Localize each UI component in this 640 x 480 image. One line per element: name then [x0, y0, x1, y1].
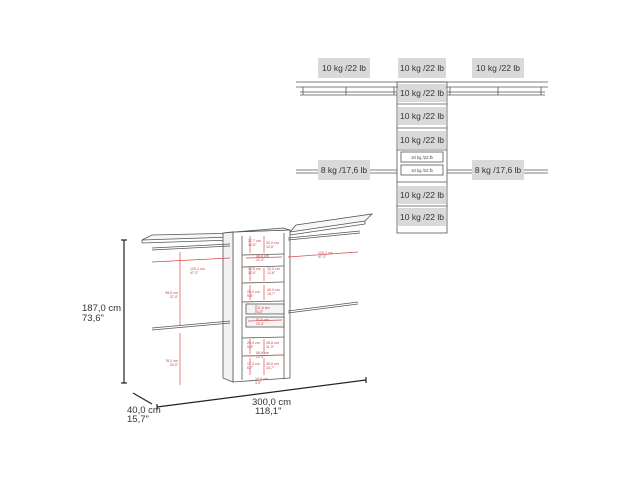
height-in: 73,6": [82, 313, 104, 324]
top-center-shelf-load: 10 kg /22 lb: [400, 63, 444, 73]
tower-shelf-3-load: 10 kg /22 lb: [400, 135, 444, 145]
tower-shelf-1-load: 10 kg /22 lb: [400, 88, 444, 98]
depth-cm: 40,0 cm: [127, 405, 161, 416]
left-rod-load: 8 kg /17,6 lb: [321, 165, 368, 175]
tower-shelf-5-load: 10 kg /22 lb: [400, 212, 444, 222]
width-cm: 300,0 cm: [252, 397, 291, 408]
tower-shelf-4-load: 10 kg /22 lb: [400, 190, 444, 200]
height-cm: 187,0 cm: [82, 303, 121, 314]
load-labels: 10 kg /22 lb 10 kg /22 lb 10 kg /22 lb 1…: [318, 58, 524, 226]
top-left-shelf-load: 10 kg /22 lb: [322, 63, 366, 73]
drawer-1-load: 10 kg /22 lb: [411, 155, 433, 160]
drawer-2-load: 10 kg /22 lb: [411, 168, 433, 173]
perspective-view: [141, 213, 374, 383]
top-right-shelf-load: 10 kg /22 lb: [476, 63, 520, 73]
depth-in: 15,7": [127, 414, 149, 425]
overall-dimension-lines: [121, 239, 367, 410]
tower-shelf-2-load: 10 kg /22 lb: [400, 111, 444, 121]
overall-dimension-labels: 187,0 cm 73,6" 300,0 cm 118,1" 40,0 cm 1…: [82, 303, 291, 425]
inner-dimension-lines: [151, 236, 359, 385]
width-in: 118,1": [255, 406, 281, 417]
right-rod-load: 8 kg /17,6 lb: [475, 165, 522, 175]
